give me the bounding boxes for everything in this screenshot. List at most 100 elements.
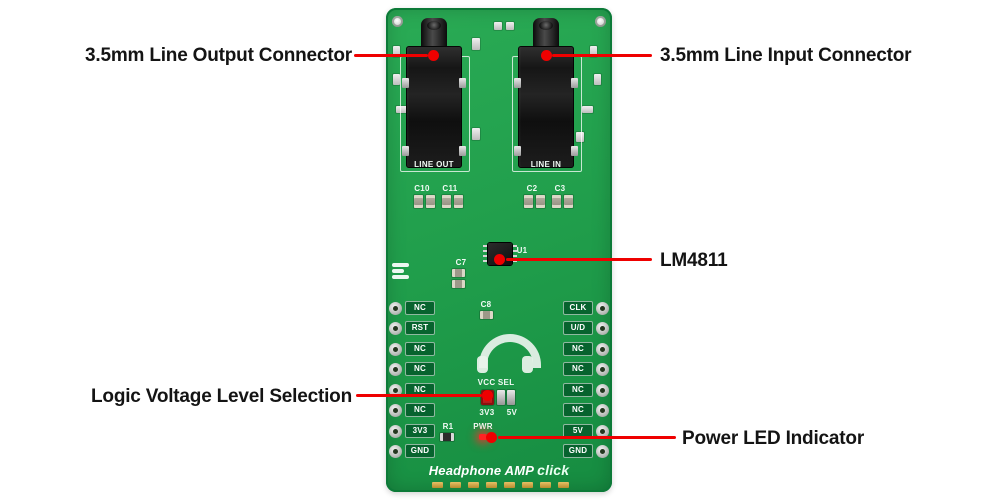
pin-label: GND [563,444,593,458]
pin-pad [596,425,609,438]
smd-component [494,22,502,30]
board-title-main: Headphone AMP [428,463,535,478]
power-led [479,434,487,440]
u1-label: U1 [516,246,528,255]
annotation-label: Power LED Indicator [682,428,865,449]
pin-label: NC [563,342,593,356]
pin-label: GND [405,444,435,458]
line-out-jack [402,18,466,188]
annotation-line [552,54,652,57]
sel-5v-label: 5V [506,408,518,417]
smd-component [506,22,514,30]
pcb-board: LINE OUT LINE IN C10 C11 C2 C3 U1 [386,8,612,492]
capacitor [524,195,533,208]
pin-row: NC [386,342,612,358]
pin-pad [596,384,609,397]
board-title-accent: click [537,462,570,478]
smd-component [590,46,597,57]
pin-pad [596,302,609,315]
pin-row: RST [386,321,612,337]
pin-pad [596,445,609,458]
pin-row: NC [386,362,612,378]
pin-label: NC [405,301,435,315]
annotation-label: Logic Voltage Level Selection [91,386,352,407]
logo-bar [392,269,404,273]
pin-pad [389,384,402,397]
pin-row: GND [386,444,612,460]
pin-pad [389,445,402,458]
c7-label: C7 [455,258,467,267]
pin-row: NC [386,301,612,317]
pin-row: NC [386,403,612,419]
pin-label: NC [563,403,593,417]
logo-bar [392,275,409,279]
pin-row: NC [386,403,612,419]
c10-label: C10 [414,184,430,193]
capacitor [442,195,451,208]
capacitor [536,195,545,208]
smd-component [472,38,480,50]
annotation-label: 3.5mm Line Output Connector [85,45,352,66]
annotation-dot [494,254,505,265]
annotation-line [506,258,652,261]
jack-barrel [533,18,559,50]
pin-label: NC [405,342,435,356]
pin-row: CLK [386,301,612,317]
pwr-label: PWR [473,422,493,431]
smd-component [594,74,601,85]
capacitor [414,195,423,208]
capacitor [552,195,561,208]
r1-label: R1 [442,422,454,431]
line-in-label: LINE IN [530,160,562,169]
annotation-line [354,54,428,57]
headphone-earpad [522,356,533,373]
capacitor [426,195,435,208]
jack-tab [571,78,578,88]
capacitor [564,195,573,208]
mounting-hole [595,16,606,27]
annotation-label: 3.5mm Line Input Connector [660,45,912,66]
line-out-label: LINE OUT [414,160,454,169]
jumper-pad [497,390,505,405]
annotation-line [356,394,482,397]
pin-pad [596,404,609,417]
pin-pad [389,343,402,356]
jack-tab [571,146,578,156]
jack-barrel [421,18,447,50]
pin-pad [596,363,609,376]
annotation-dot [486,432,497,443]
jack-body [406,46,462,168]
edge-pad [450,482,461,488]
pin-row: U/D [386,321,612,337]
jack-tab [514,146,521,156]
pin-label: NC [405,362,435,376]
pin-pad [596,322,609,335]
pin-label: 3V3 [405,424,435,438]
sel-3v3-label: 3V3 [479,408,495,417]
edge-pad [432,482,443,488]
pin-pad [389,425,402,438]
smd-component [582,106,593,113]
edge-pad [558,482,569,488]
pin-row: NC [386,342,612,358]
pin-row: NC [386,383,612,399]
smd-component [396,106,407,113]
jumper-pad [507,390,515,405]
jack-tab [402,78,409,88]
smd-component [576,132,584,142]
logo-bar [392,263,409,267]
capacitor [452,280,465,288]
pin-pad [389,322,402,335]
jack-tab [402,146,409,156]
edge-pad [504,482,515,488]
pin-label: U/D [563,321,593,335]
smd-component [393,74,400,85]
capacitor [480,311,493,319]
pin-label: NC [405,403,435,417]
c2-label: C2 [526,184,538,193]
capacitor [452,269,465,277]
pin-pad [389,302,402,315]
headphone-earpad [477,356,488,373]
c3-label: C3 [554,184,566,193]
vcc-sel-label: VCC SEL [477,378,515,387]
